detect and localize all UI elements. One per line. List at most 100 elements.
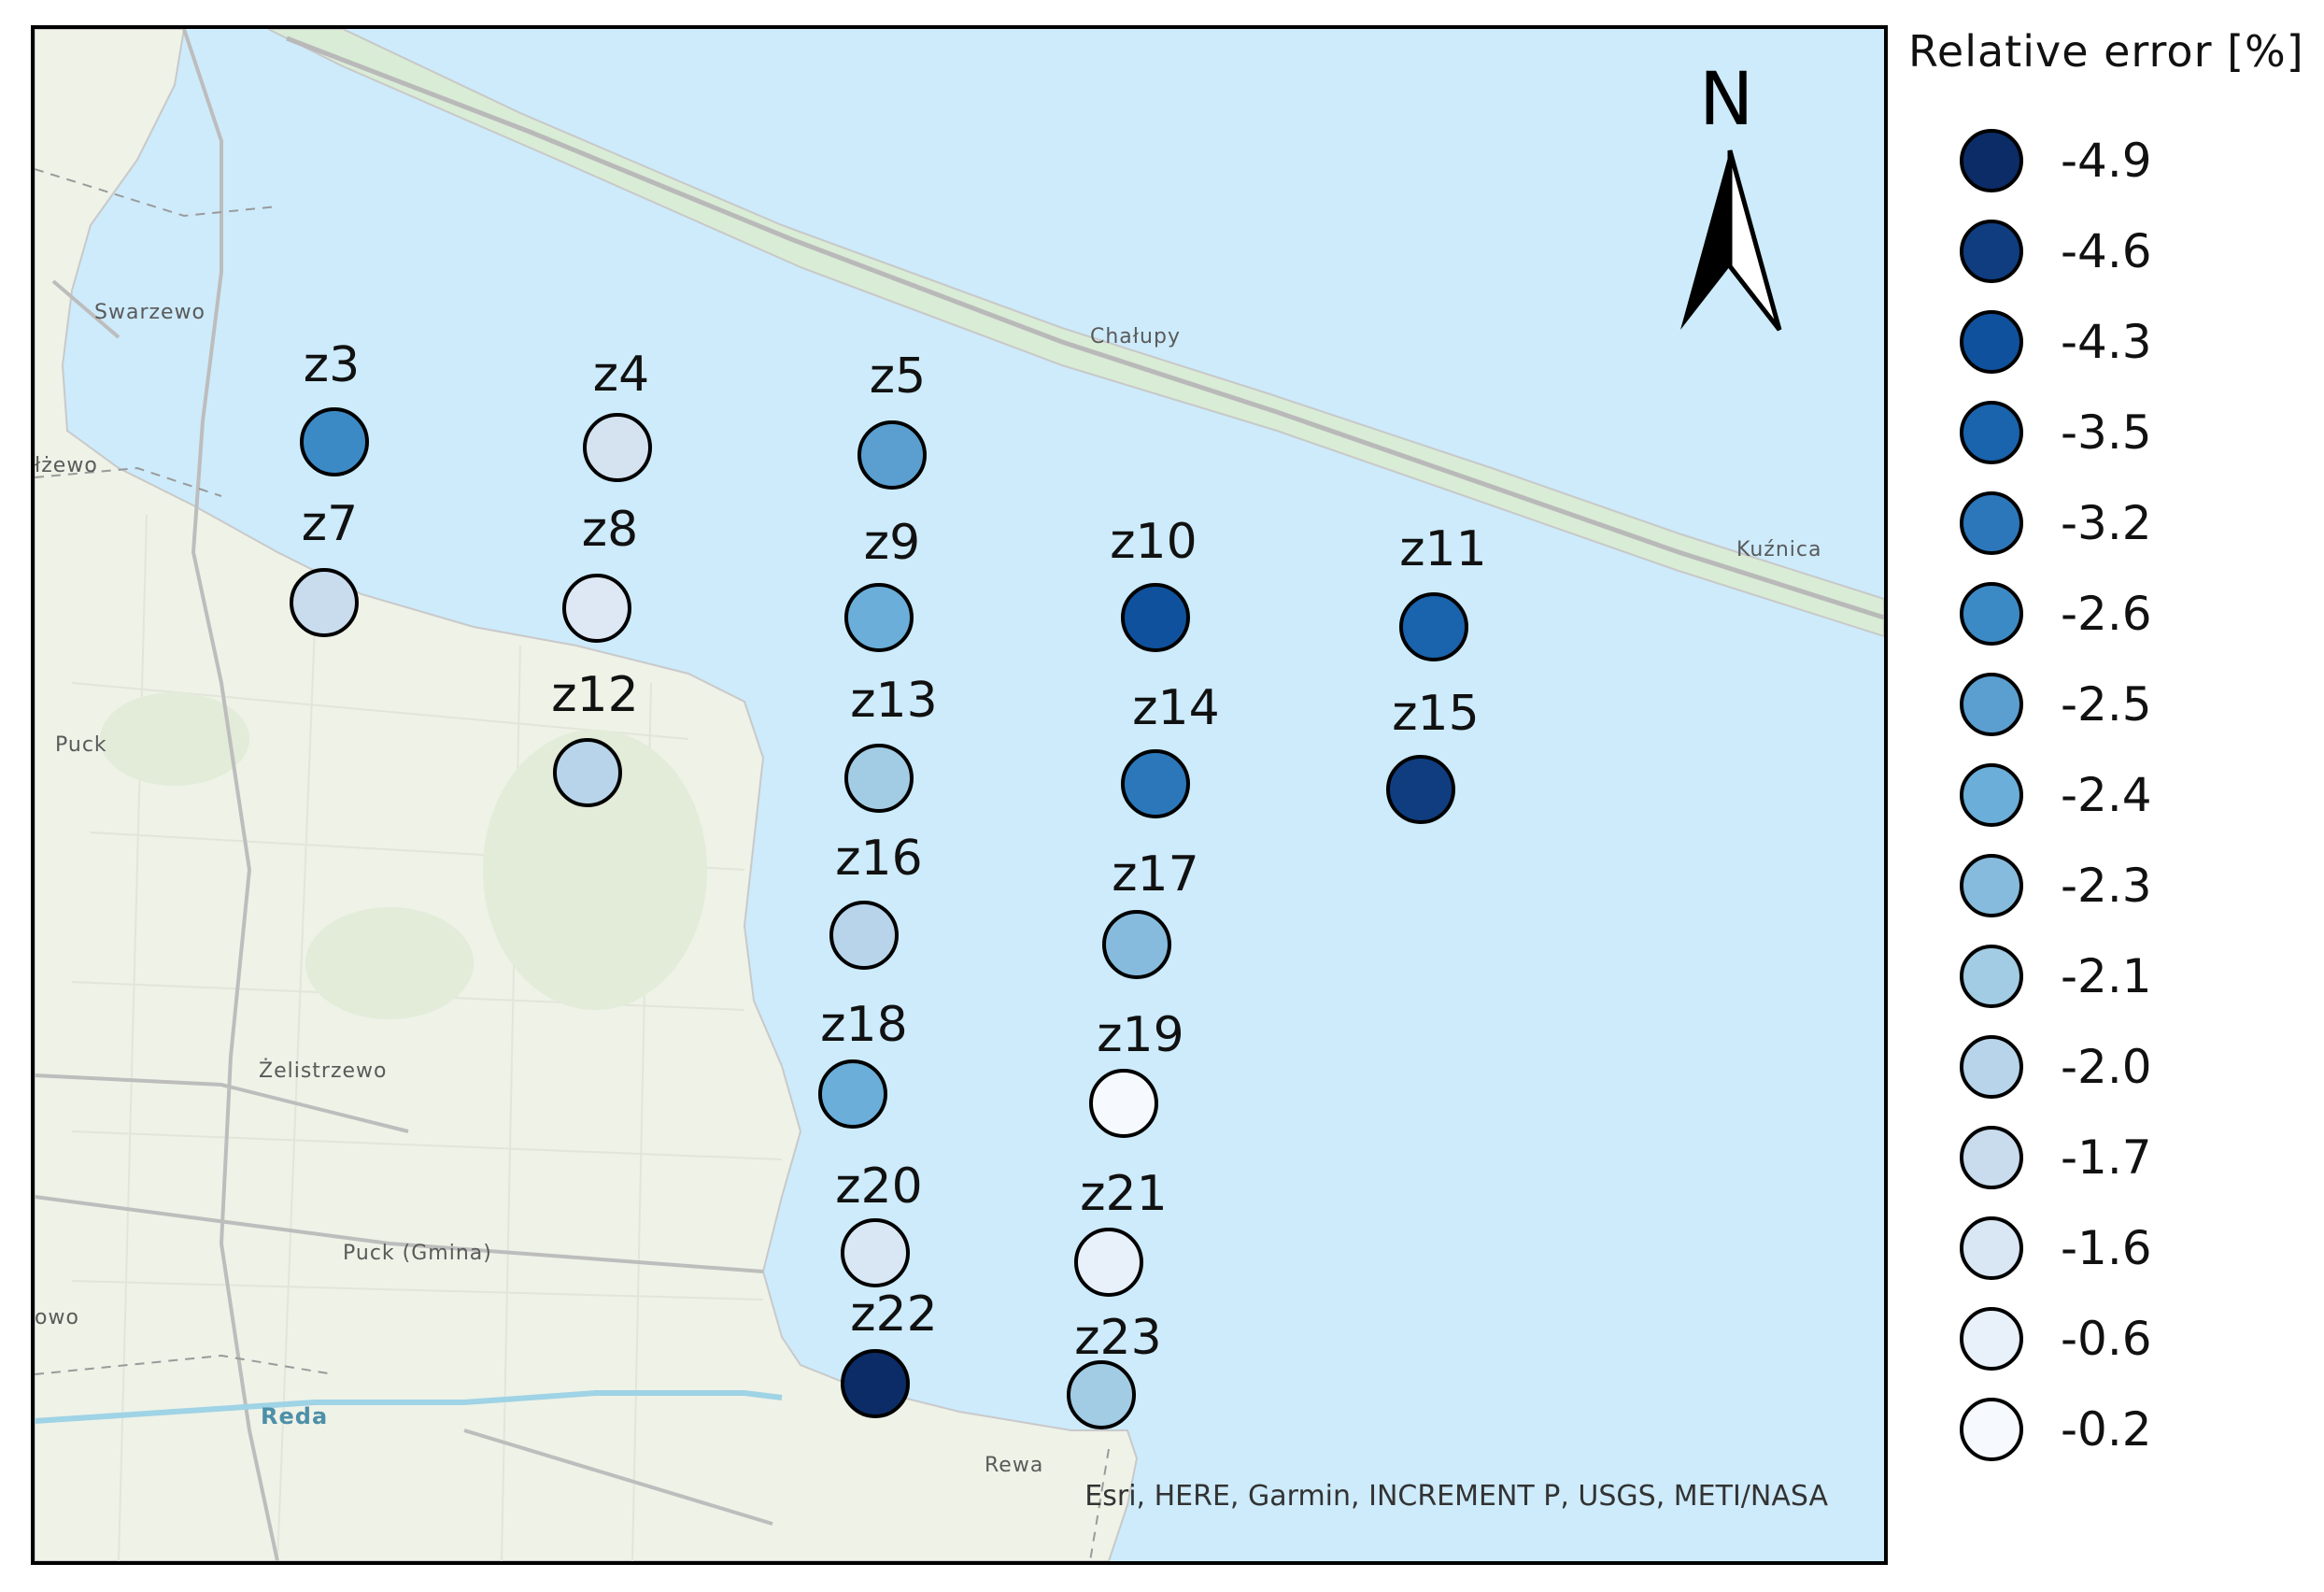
- station-z18[interactable]: z18: [818, 997, 908, 1129]
- station-marker[interactable]: [841, 1218, 910, 1287]
- basemap: Swarzewo łżewo Puck Chałupy Kuźnica Żeli…: [35, 29, 1884, 1561]
- legend-swatch: [1960, 763, 2023, 827]
- station-z20[interactable]: z20: [835, 1158, 923, 1287]
- station-marker[interactable]: [1089, 1069, 1158, 1138]
- legend-label: -2.1: [2061, 949, 2152, 1003]
- station-marker[interactable]: [300, 407, 369, 476]
- legend-label: -0.2: [2061, 1402, 2152, 1457]
- station-z13[interactable]: z13: [844, 673, 938, 813]
- station-marker[interactable]: [1074, 1228, 1143, 1297]
- legend-label: -2.6: [2061, 587, 2152, 641]
- station-label: z21: [1080, 1166, 1167, 1222]
- legend-label: -3.2: [2061, 496, 2152, 550]
- legend-item: -0.6: [1960, 1301, 2152, 1376]
- place-label: Rewa: [985, 1454, 1043, 1477]
- station-marker[interactable]: [290, 568, 359, 637]
- legend-label: -3.5: [2061, 405, 2152, 460]
- legend-label: -0.6: [2061, 1312, 2152, 1366]
- legend-item: -2.6: [1960, 576, 2152, 651]
- north-arrow-label: N: [1699, 58, 1753, 142]
- legend-label: -4.9: [2061, 134, 2152, 188]
- station-z9[interactable]: z9: [844, 515, 920, 652]
- station-z12[interactable]: z12: [551, 667, 639, 807]
- legend-label: -2.3: [2061, 859, 2152, 913]
- place-label: Kuźnica: [1736, 538, 1821, 561]
- station-z7[interactable]: z7: [290, 496, 359, 637]
- station-label: z22: [850, 1286, 937, 1343]
- place-label: Chałupy: [1090, 325, 1181, 348]
- legend-item: -2.0: [1960, 1030, 2152, 1104]
- legend-label: -2.4: [2061, 768, 2152, 822]
- station-z17[interactable]: z17: [1102, 846, 1199, 979]
- legend-item: -4.3: [1960, 305, 2152, 379]
- station-marker[interactable]: [857, 420, 927, 490]
- station-label: z17: [1112, 846, 1198, 903]
- station-z14[interactable]: z14: [1121, 680, 1220, 818]
- legend-label: -1.6: [2061, 1221, 2152, 1275]
- station-z5[interactable]: z5: [857, 348, 927, 490]
- station-z15[interactable]: z15: [1386, 686, 1480, 824]
- north-arrow: N: [1680, 58, 1782, 332]
- station-label: z15: [1392, 686, 1479, 742]
- legend-title: Relative error [%]: [1908, 26, 2304, 77]
- station-label: z10: [1110, 514, 1197, 570]
- map-frame[interactable]: Swarzewo łżewo Puck Chałupy Kuźnica Żeli…: [31, 25, 1888, 1565]
- station-marker[interactable]: [553, 738, 622, 807]
- roads: [35, 29, 773, 1561]
- station-marker[interactable]: [844, 583, 914, 652]
- river-label: Reda: [261, 1403, 328, 1429]
- station-z3[interactable]: z3: [300, 337, 369, 476]
- station-marker[interactable]: [1067, 1360, 1136, 1429]
- place-label: Puck (Gmina): [343, 1242, 492, 1265]
- legend-swatch: [1960, 1216, 2023, 1280]
- river-reda: [35, 1390, 783, 1424]
- station-label: z8: [582, 502, 638, 558]
- legend-item: -4.6: [1960, 214, 2152, 289]
- station-marker[interactable]: [829, 901, 899, 970]
- station-label: z5: [870, 348, 926, 405]
- station-marker[interactable]: [583, 413, 652, 482]
- station-label: z12: [551, 667, 638, 723]
- legend-swatch: [1960, 854, 2023, 917]
- legend-label: -1.7: [2061, 1130, 2152, 1185]
- station-marker[interactable]: [841, 1349, 910, 1418]
- legend-swatch: [1960, 1307, 2023, 1371]
- legend-label: -4.6: [2061, 224, 2152, 278]
- north-arrow-right-half: [1727, 149, 1782, 332]
- station-label: z14: [1132, 680, 1219, 736]
- legend-item: -3.5: [1960, 395, 2152, 470]
- station-z11[interactable]: z11: [1399, 521, 1487, 661]
- woods: [100, 692, 707, 1019]
- legend-item: -0.2: [1960, 1392, 2152, 1467]
- legend-swatch: [1960, 129, 2023, 192]
- station-z8[interactable]: z8: [562, 502, 638, 643]
- legend-item: -2.4: [1960, 758, 2152, 832]
- station-marker[interactable]: [1121, 583, 1190, 652]
- station-marker[interactable]: [562, 574, 631, 643]
- station-label: z20: [835, 1158, 922, 1215]
- station-marker[interactable]: [1399, 592, 1468, 661]
- legend-item: -3.2: [1960, 486, 2152, 561]
- legend-swatch: [1960, 401, 2023, 464]
- station-label: z16: [835, 831, 922, 887]
- station-z10[interactable]: z10: [1110, 514, 1197, 652]
- place-label: owo: [35, 1306, 79, 1329]
- station-marker[interactable]: [1102, 910, 1171, 979]
- station-marker[interactable]: [1386, 755, 1455, 824]
- legend-swatch: [1960, 945, 2023, 1008]
- station-z21[interactable]: z21: [1074, 1166, 1168, 1297]
- legend-swatch: [1960, 220, 2023, 283]
- station-z22[interactable]: z22: [841, 1286, 938, 1418]
- station-z19[interactable]: z19: [1089, 1007, 1184, 1138]
- station-marker[interactable]: [844, 744, 914, 813]
- station-label: z4: [593, 347, 649, 403]
- station-z4[interactable]: z4: [583, 347, 652, 482]
- station-z16[interactable]: z16: [829, 831, 923, 970]
- station-z23[interactable]: z23: [1067, 1310, 1162, 1429]
- station-label: z19: [1097, 1007, 1183, 1063]
- station-label: z23: [1074, 1310, 1161, 1366]
- boundaries: [35, 168, 1110, 1561]
- station-marker[interactable]: [818, 1059, 887, 1129]
- station-marker[interactable]: [1121, 749, 1190, 818]
- station-label: z7: [302, 496, 358, 552]
